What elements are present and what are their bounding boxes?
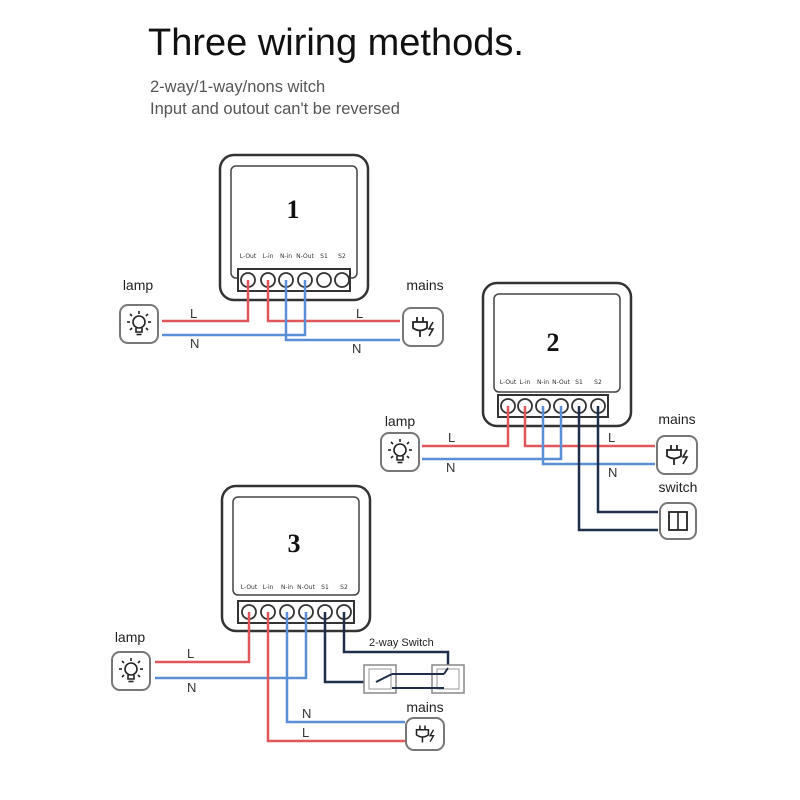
two-way-switch-label: 2-way Switch (369, 637, 434, 649)
switch-label: switch (659, 479, 698, 495)
terminal-label-l-out: L-Out (500, 379, 517, 386)
wire-live-lamp (162, 280, 250, 323)
wire-neutral-mains (541, 459, 655, 466)
wire-label-n: N (446, 460, 455, 475)
terminal-label-s1: S1 (320, 253, 328, 260)
wire-label-n: N (190, 336, 199, 351)
diagram-2: 2 L-Out L-in N-in N-Out S1 S2 L N L N la… (380, 281, 698, 540)
terminal-label-s1: S1 (575, 379, 583, 386)
switch-contact-right (443, 667, 449, 675)
light-bulb-icon (380, 432, 420, 472)
lamp-label: lamp (123, 277, 154, 293)
wire-label-l: L (187, 646, 194, 661)
wire-switch-s1 (323, 612, 380, 684)
terminal-label-l-out: L-Out (241, 584, 258, 591)
wire-label-n: N (187, 680, 196, 695)
terminal-label-l-out: L-Out (240, 253, 257, 260)
wire-switch-s1 (577, 406, 658, 532)
wire-label-l: L (448, 430, 455, 445)
lamp-label: lamp (385, 413, 416, 429)
subtitle-line-1: 2-way/1-way/nons witch (150, 78, 326, 96)
diagram-3: 3 L-Out L-in N-in N-Out S1 S2 2-way Swit (111, 484, 465, 751)
device-2-number: 2 (547, 328, 560, 357)
mains-label: mains (406, 277, 443, 293)
wire-neutral-lamp (422, 406, 563, 461)
light-bulb-icon (111, 651, 151, 691)
lamp-label: lamp (115, 629, 146, 645)
terminal-label-l-in: L-in (263, 253, 274, 260)
light-bulb-icon (119, 304, 159, 344)
device-1-number: 1 (287, 195, 300, 224)
diagram-1: 1 L-Out L-in N-in N-Out S1 S2 L N L N la… (119, 153, 444, 356)
wire-switch-s2 (596, 406, 658, 514)
switch-contact-left (375, 673, 393, 683)
wire-live-lamp (155, 612, 251, 664)
wire-label-n: N (608, 465, 617, 480)
plug-icon (405, 717, 445, 751)
terminal-label-l-in: L-in (263, 584, 274, 591)
wire-live-mains (266, 612, 405, 743)
terminal-label-s1: S1 (321, 584, 329, 591)
terminal-label-n-out: N-Out (552, 379, 570, 386)
terminal-label-l-in: L-in (520, 379, 531, 386)
subtitle-line-2: Input and outout can't be reversed (150, 100, 400, 118)
wire-neutral-lamp (155, 612, 308, 680)
mains-label: mains (406, 699, 443, 715)
plug-icon (656, 435, 698, 475)
wire-live-mains (523, 406, 655, 448)
wire-label-n: N (352, 341, 361, 356)
wire-label-l: L (608, 430, 615, 445)
wire-label-l: L (190, 306, 197, 321)
terminal-label-n-in: N-in (281, 584, 293, 591)
plug-icon (402, 307, 444, 347)
mains-label: mains (658, 411, 695, 427)
terminal-label-n-in: N-in (537, 379, 549, 386)
wire-neutral-mains (285, 612, 405, 724)
wire-live-mains (266, 280, 400, 323)
wire-label-l: L (356, 306, 363, 321)
wire-neutral-lamp (162, 280, 307, 337)
terminal-label-n-in: N-in (280, 253, 292, 260)
device-2-face (493, 293, 621, 393)
page-title: Three wiring methods. (148, 22, 524, 64)
wire-live-lamp (422, 406, 510, 448)
wire-neutral-mains (284, 335, 400, 342)
wire-switch-s2 (342, 612, 450, 668)
terminal-label-n-out: N-Out (296, 253, 314, 260)
terminal-label-s2: S2 (594, 379, 602, 386)
wire-label-l: L (302, 725, 309, 740)
device-3-number: 3 (288, 529, 301, 558)
terminal-label-n-out: N-Out (297, 584, 315, 591)
terminal-label-s2: S2 (340, 584, 348, 591)
wire-label-n: N (302, 706, 311, 721)
rocker-switch-icon (659, 502, 697, 540)
device-3-face (232, 496, 360, 596)
terminal-label-s2: S2 (338, 253, 346, 260)
